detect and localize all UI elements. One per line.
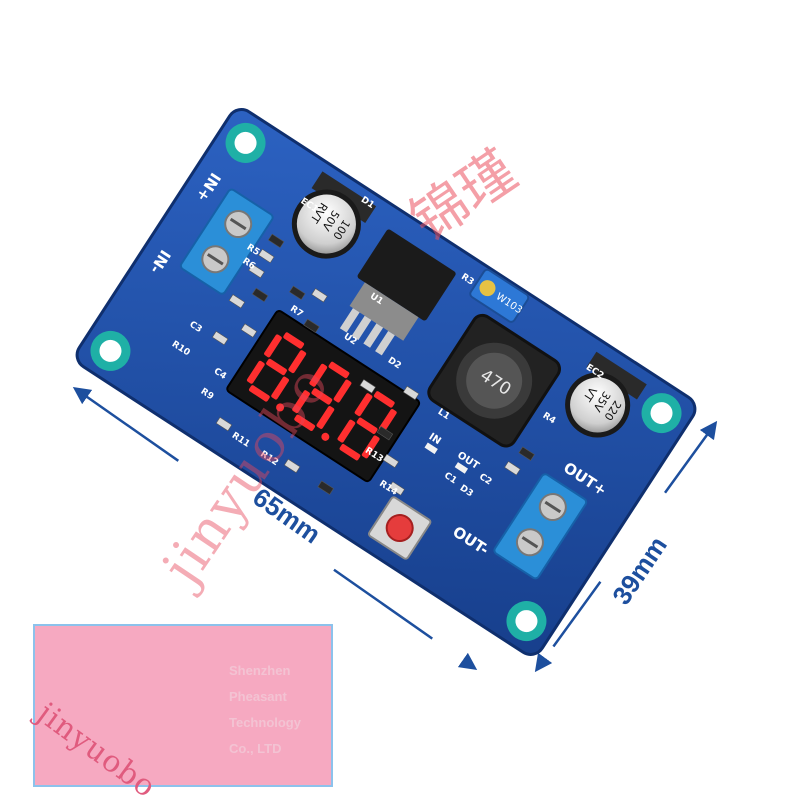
smd-part	[251, 287, 269, 303]
smd-part	[283, 458, 301, 474]
display-segment	[283, 332, 305, 349]
smd-part	[258, 248, 275, 264]
stamp-company-line: Co., LTD	[229, 741, 282, 756]
display-segment	[316, 406, 335, 429]
smd-part	[504, 461, 521, 476]
smd-part	[382, 453, 400, 469]
pcb-board: IN+ IN- 100 50V RVT 470	[75, 108, 697, 656]
smd-part	[359, 379, 376, 394]
smd-part	[303, 318, 320, 334]
smd-part	[402, 385, 420, 401]
display-segment	[292, 390, 310, 414]
smd-part	[211, 330, 229, 346]
display-segment	[288, 350, 307, 374]
smd-part	[388, 481, 405, 496]
display-segment	[379, 409, 397, 432]
output-capacitor: 220 35V VT	[565, 351, 647, 438]
display-segment	[266, 358, 287, 376]
display-segment	[333, 379, 352, 403]
display-decimal-point	[321, 432, 330, 441]
display-segment	[294, 414, 316, 431]
led-out	[454, 462, 469, 474]
smd-part	[248, 263, 265, 279]
input-terminal-block	[179, 188, 274, 295]
stamp-company-line: Shenzhen	[229, 663, 291, 678]
stamp-company-name: Shenzhen Pheasant Technology Co., LTD	[229, 658, 301, 762]
inductor: 470	[427, 313, 561, 448]
display-segment	[356, 417, 378, 434]
potentiometer: W103	[469, 268, 530, 323]
display-segment	[309, 363, 328, 387]
display-segment	[249, 385, 270, 402]
stamp-company-line: Pheasant	[229, 689, 287, 704]
mounting-holes	[90, 122, 682, 642]
dimension-width-label: 39mm	[606, 531, 673, 610]
smd-part	[518, 446, 535, 461]
display-segment	[311, 388, 333, 405]
seven-segment-display	[226, 310, 421, 483]
display-segment	[264, 334, 282, 358]
display-segment	[246, 360, 265, 384]
display-segment	[354, 393, 373, 417]
smd-part	[317, 480, 334, 495]
smd-part	[240, 323, 258, 338]
display-segment	[337, 419, 356, 443]
display-decimal-point	[276, 403, 285, 412]
led-in	[424, 442, 438, 455]
vendor-stamp: jinyuobo Shenzhen Pheasant Technology Co…	[30, 624, 333, 805]
stamp-company-line: Technology	[229, 715, 301, 730]
smd-part	[311, 288, 328, 303]
smd-part	[289, 285, 306, 300]
display-segment	[271, 376, 289, 400]
smd-part	[376, 426, 394, 441]
display-segment	[361, 435, 380, 459]
display-segment	[339, 444, 361, 461]
smd-part	[267, 233, 285, 249]
output-terminal-block	[493, 473, 588, 580]
input-capacitor: 100 50V RVT	[291, 171, 377, 259]
display-segment	[373, 391, 395, 408]
display-segment	[328, 361, 350, 379]
smd-part	[215, 416, 233, 432]
regulator-ic	[339, 229, 456, 356]
push-button[interactable]	[368, 496, 432, 560]
smd-part	[228, 294, 246, 309]
